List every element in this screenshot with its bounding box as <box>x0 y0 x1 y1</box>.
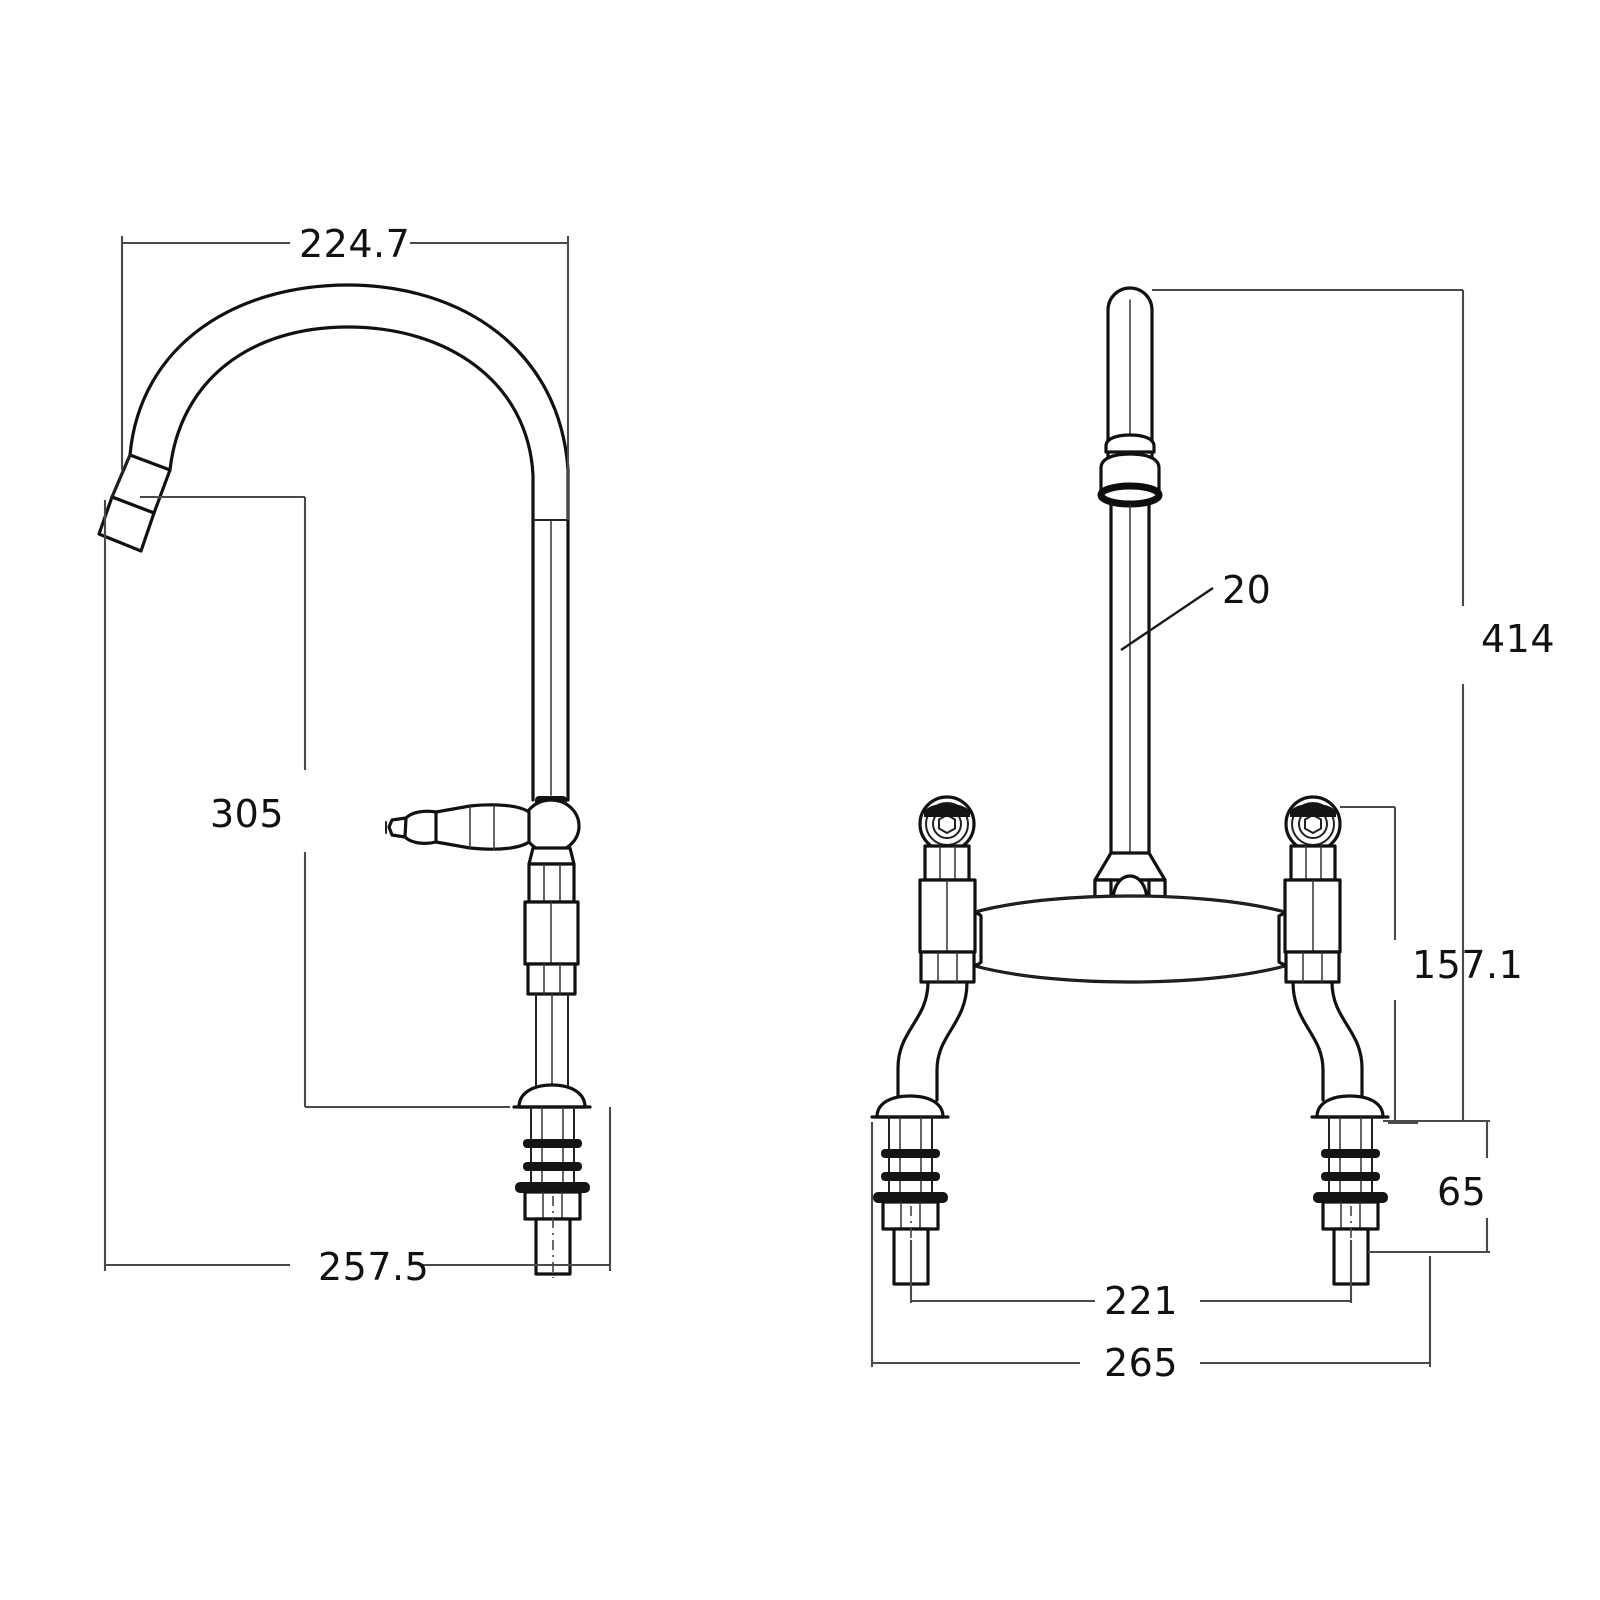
spout-collar <box>1097 433 1163 508</box>
gooseneck-spout-arc <box>128 283 570 522</box>
hex-nut <box>526 962 577 996</box>
dim-305-label: 305 <box>210 792 284 836</box>
spout-seal-oring <box>1097 482 1163 508</box>
right-s-bend-leg <box>1291 980 1364 1102</box>
dim-414: 414 <box>1152 288 1555 1123</box>
left-s-bend-leg <box>896 980 969 1102</box>
dim-157-1-label: 157.1 <box>1412 943 1523 987</box>
dim-20-label: 20 <box>1222 568 1271 612</box>
left-valve-body <box>918 795 977 984</box>
right-valve-body <box>1283 795 1342 984</box>
escutcheon-flange <box>512 1083 592 1109</box>
dim-224-7: 224.7 <box>120 222 570 520</box>
dim-257-5-label: 257.5 <box>318 1245 429 1289</box>
dim-221: 221 <box>909 1240 1353 1323</box>
dim-305: 305 <box>140 495 510 1109</box>
side-view: 224.7 305 257.5 <box>97 222 612 1289</box>
dim-257-5: 257.5 <box>103 500 612 1289</box>
dim-157-1: 157.1 <box>1340 805 1523 1125</box>
dim-224-7-label: 224.7 <box>299 222 410 266</box>
dim-265: 265 <box>870 1122 1432 1385</box>
shank-upper <box>535 993 569 1092</box>
spout-riser-column <box>531 518 570 802</box>
body-barrel <box>523 862 580 966</box>
dim-265-label: 265 <box>1104 1341 1178 1385</box>
dim-221-label: 221 <box>1104 1279 1178 1323</box>
left-mounting-shank <box>870 1094 950 1288</box>
lock-washer-1 <box>523 1139 582 1148</box>
mounting-shank <box>515 1106 590 1278</box>
lever-handle <box>385 803 531 851</box>
dim-20: 20 <box>1120 568 1271 651</box>
right-handle-end-on[interactable] <box>1284 795 1342 853</box>
valve-body <box>521 798 581 866</box>
spout-tube <box>1109 501 1151 855</box>
dim-65: 65 <box>1368 1119 1490 1254</box>
dim-414-label: 414 <box>1481 617 1555 661</box>
spout-outlet-nozzle <box>97 453 172 553</box>
bridge-bar <box>964 894 1296 984</box>
front-view: 20 414 157.1 65 <box>870 286 1555 1385</box>
lock-washer-2 <box>523 1162 582 1171</box>
dim-65-label: 65 <box>1437 1170 1486 1214</box>
left-handle-end-on[interactable] <box>918 795 976 853</box>
